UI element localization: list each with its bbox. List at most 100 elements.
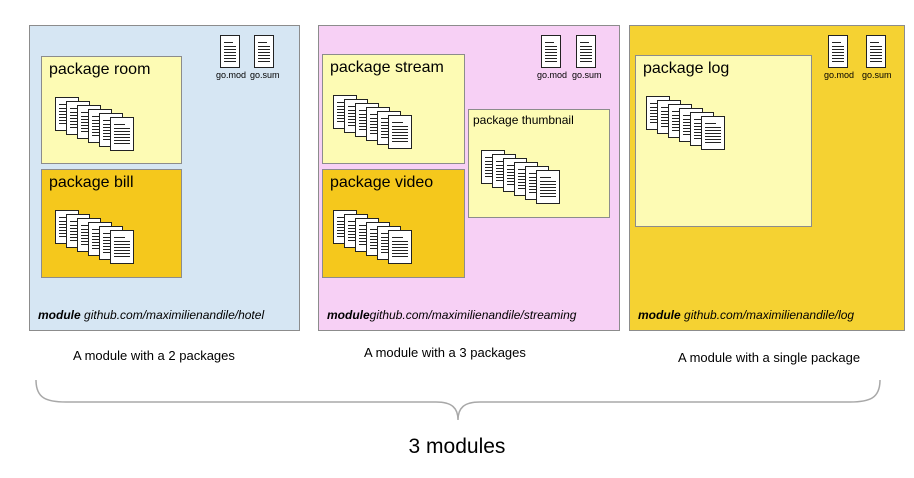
document-line xyxy=(392,244,408,245)
package-title: package video xyxy=(330,174,434,191)
package-stream: package stream xyxy=(322,54,465,164)
document-line xyxy=(258,46,270,47)
document-line xyxy=(672,111,683,112)
caption-module-hotel: A module with a 2 packages xyxy=(73,348,235,363)
module-keyword: module xyxy=(38,308,81,322)
document-line xyxy=(832,49,844,50)
document-line xyxy=(224,55,236,56)
document-line xyxy=(258,55,270,56)
document-line xyxy=(359,225,370,226)
document-line xyxy=(258,58,270,59)
go-mod-file: go.mod xyxy=(537,35,568,80)
document-line xyxy=(258,61,270,62)
document-line xyxy=(518,169,529,170)
document-line xyxy=(114,256,130,257)
document-line xyxy=(392,129,408,130)
module-path-label: modulegithub.com/maximilienandile/stream… xyxy=(327,308,576,322)
document-line xyxy=(392,237,403,238)
document-line xyxy=(580,52,592,53)
document-line xyxy=(392,126,408,127)
module-path-label: module github.com/maximilienandile/hotel xyxy=(38,308,264,322)
document-line xyxy=(832,46,844,47)
go-mod-label: go.mod xyxy=(824,70,855,80)
document-line xyxy=(114,128,130,129)
document-line xyxy=(103,120,114,121)
go-mod-label: go.mod xyxy=(537,70,568,80)
document-line xyxy=(545,55,557,56)
document-line xyxy=(870,61,882,62)
document-line xyxy=(540,177,551,178)
document-line xyxy=(545,49,557,50)
go-sum-label: go.sum xyxy=(572,70,602,80)
document-line xyxy=(580,61,592,62)
document-icon xyxy=(110,230,134,264)
document-icon xyxy=(388,230,412,264)
document-icon xyxy=(388,115,412,149)
go-sum-file: go.sum xyxy=(862,35,892,80)
document-line xyxy=(114,140,130,141)
document-line xyxy=(661,107,672,108)
document-line xyxy=(392,253,408,254)
caption-module-streaming: A module with a 3 packages xyxy=(364,345,526,360)
document-line xyxy=(114,124,125,125)
document-icon xyxy=(110,117,134,151)
document-line xyxy=(114,143,130,144)
document-line xyxy=(545,58,557,59)
document-line xyxy=(694,119,705,120)
document-line xyxy=(114,237,125,238)
document-line xyxy=(832,52,844,53)
module-hotel: go.mod go.sum package room package bill … xyxy=(29,25,300,331)
document-line xyxy=(348,106,359,107)
go-sum-file: go.sum xyxy=(572,35,602,80)
document-line xyxy=(870,55,882,56)
curly-brace xyxy=(35,379,881,421)
document-line xyxy=(540,187,556,188)
document-line xyxy=(392,241,408,242)
package-log: package log xyxy=(635,55,812,227)
document-line xyxy=(337,102,348,103)
document-icon xyxy=(576,35,596,68)
document-line xyxy=(103,233,114,234)
document-line xyxy=(114,253,130,254)
document-line xyxy=(580,46,592,47)
document-line xyxy=(70,221,81,222)
module-path: github.com/maximilienandile/hotel xyxy=(84,308,265,322)
document-line xyxy=(81,112,92,113)
go-sum-label: go.sum xyxy=(862,70,892,80)
document-line xyxy=(832,58,844,59)
document-line xyxy=(705,136,721,137)
package-bill: package bill xyxy=(41,169,182,278)
document-line xyxy=(370,114,381,115)
document-line xyxy=(359,110,370,111)
document-line xyxy=(496,161,507,162)
document-line xyxy=(59,217,70,218)
document-line xyxy=(870,58,882,59)
module-path: github.com/maximilienandile/streaming xyxy=(369,308,577,322)
document-line xyxy=(545,46,557,47)
document-line xyxy=(258,49,270,50)
document-line xyxy=(705,133,721,134)
document-line xyxy=(580,49,592,50)
document-line xyxy=(92,229,103,230)
document-line xyxy=(114,247,130,248)
document-line xyxy=(683,115,694,116)
document-line xyxy=(258,42,267,43)
document-line xyxy=(392,138,408,139)
document-line xyxy=(114,244,130,245)
module-keyword: module xyxy=(327,308,370,322)
document-line xyxy=(392,135,408,136)
go-sum-label: go.sum xyxy=(250,70,280,80)
document-line xyxy=(59,104,70,105)
module-keyword: module xyxy=(638,308,681,322)
module-path: github.com/maximilienandile/log xyxy=(684,308,855,322)
go-mod-file: go.mod xyxy=(824,35,855,80)
document-line xyxy=(70,108,81,109)
document-line xyxy=(114,241,130,242)
document-line xyxy=(114,134,130,135)
go-mod-file: go.mod xyxy=(216,35,247,80)
package-title: package room xyxy=(49,61,151,78)
document-line xyxy=(224,58,236,59)
document-icon xyxy=(866,35,886,68)
package-title: package log xyxy=(643,60,730,77)
go-mod-label: go.mod xyxy=(216,70,247,80)
